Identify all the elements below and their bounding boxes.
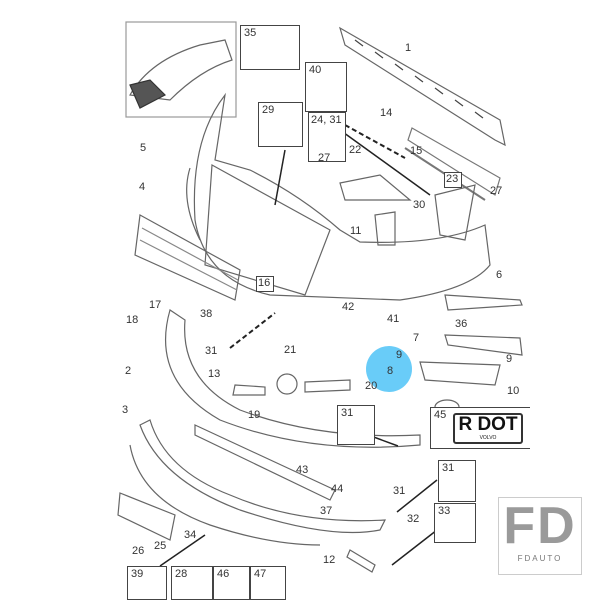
callout: 27 <box>490 185 503 197</box>
callout: 20 <box>365 380 378 392</box>
callout: 31 <box>205 345 218 357</box>
detail-box-47: 47 <box>250 566 286 600</box>
callout: 22 <box>349 144 362 156</box>
detail-box-40: 40 <box>305 62 347 112</box>
callout: 37 <box>320 505 333 517</box>
callout: 11 <box>350 225 362 237</box>
callout: 19 <box>248 409 261 421</box>
callout: 26 <box>132 545 145 557</box>
callout: 14 <box>380 107 393 119</box>
plate-brand: VOLVO <box>479 435 497 441</box>
callout: 2 <box>125 365 132 377</box>
box-number: 47 <box>254 568 267 580</box>
callout: 5 <box>140 142 147 154</box>
part-absorber <box>339 26 506 147</box>
logo-text: FDAUTO <box>517 554 563 563</box>
callout: 41 <box>387 313 400 325</box>
box-number: 24, 31 <box>311 114 342 126</box>
part-undertray <box>139 419 387 534</box>
detail-box-29: 29 <box>258 102 303 147</box>
callout: 30 <box>413 199 426 211</box>
callout-box-23: 23 <box>444 172 462 188</box>
callout-box-16: 16 <box>256 276 274 292</box>
callout: 6 <box>496 269 503 281</box>
box-number: 29 <box>262 104 275 116</box>
callout: 34 <box>184 529 197 541</box>
callout: 13 <box>208 368 221 380</box>
callout: 25 <box>154 540 167 552</box>
car-thumbnail-body <box>129 39 233 101</box>
detail-box-35: 35 <box>240 25 300 70</box>
highlight-marker <box>366 346 412 392</box>
callout: 17 <box>149 299 162 311</box>
callout: 27 <box>318 152 331 164</box>
callout: 44 <box>331 483 344 495</box>
box-number: 28 <box>175 568 188 580</box>
callout: 21 <box>284 344 297 356</box>
box-number: 39 <box>131 568 144 580</box>
detail-box-31: 31 <box>337 405 375 445</box>
callout: 9 <box>396 349 403 361</box>
detail-box-28: 28 <box>171 566 213 600</box>
box-number: 40 <box>309 64 322 76</box>
part-grille <box>134 214 241 301</box>
callout: 9 <box>506 353 513 365</box>
fdauto-logo: FD FDAUTO <box>498 497 582 575</box>
box-number: 33 <box>438 505 451 517</box>
detail-box-24-31: 24, 31 <box>308 112 346 162</box>
detail-box-46: 46 <box>213 566 250 600</box>
callout: 10 <box>507 385 520 397</box>
callout: 8 <box>387 365 394 377</box>
callout: 43 <box>296 464 309 476</box>
callout: 12 <box>323 554 336 566</box>
callout: 18 <box>126 314 139 326</box>
callout: 3 <box>122 404 129 416</box>
callout: 1 <box>405 42 412 54</box>
logo-mark: FD <box>503 497 577 555</box>
plate-text: R DOT <box>458 414 518 435</box>
callout: 31 <box>393 485 406 497</box>
callout: 36 <box>455 318 468 330</box>
callout: 32 <box>407 513 420 525</box>
part-bumper-cover <box>193 92 491 301</box>
callout: 4 <box>139 181 146 193</box>
box-number: 46 <box>217 568 230 580</box>
part-licence-plate-holder <box>117 492 176 541</box>
car-thumbnail-frame <box>125 21 237 118</box>
callout: 42 <box>342 301 355 313</box>
detail-box-39: 39 <box>127 566 167 600</box>
callout: 16 <box>258 277 271 289</box>
detail-box-31b: 31 <box>438 460 476 502</box>
part-lower-spoiler <box>165 309 421 448</box>
box-number: 35 <box>244 27 257 39</box>
callout: 38 <box>200 308 213 320</box>
box-number: 31 <box>442 462 455 474</box>
box-number: 45 <box>434 409 447 421</box>
detail-box-33: 33 <box>434 503 476 543</box>
callout: 23 <box>446 173 459 185</box>
callout: 7 <box>413 332 420 344</box>
callout: 15 <box>410 145 423 157</box>
box-number: 31 <box>341 407 354 419</box>
